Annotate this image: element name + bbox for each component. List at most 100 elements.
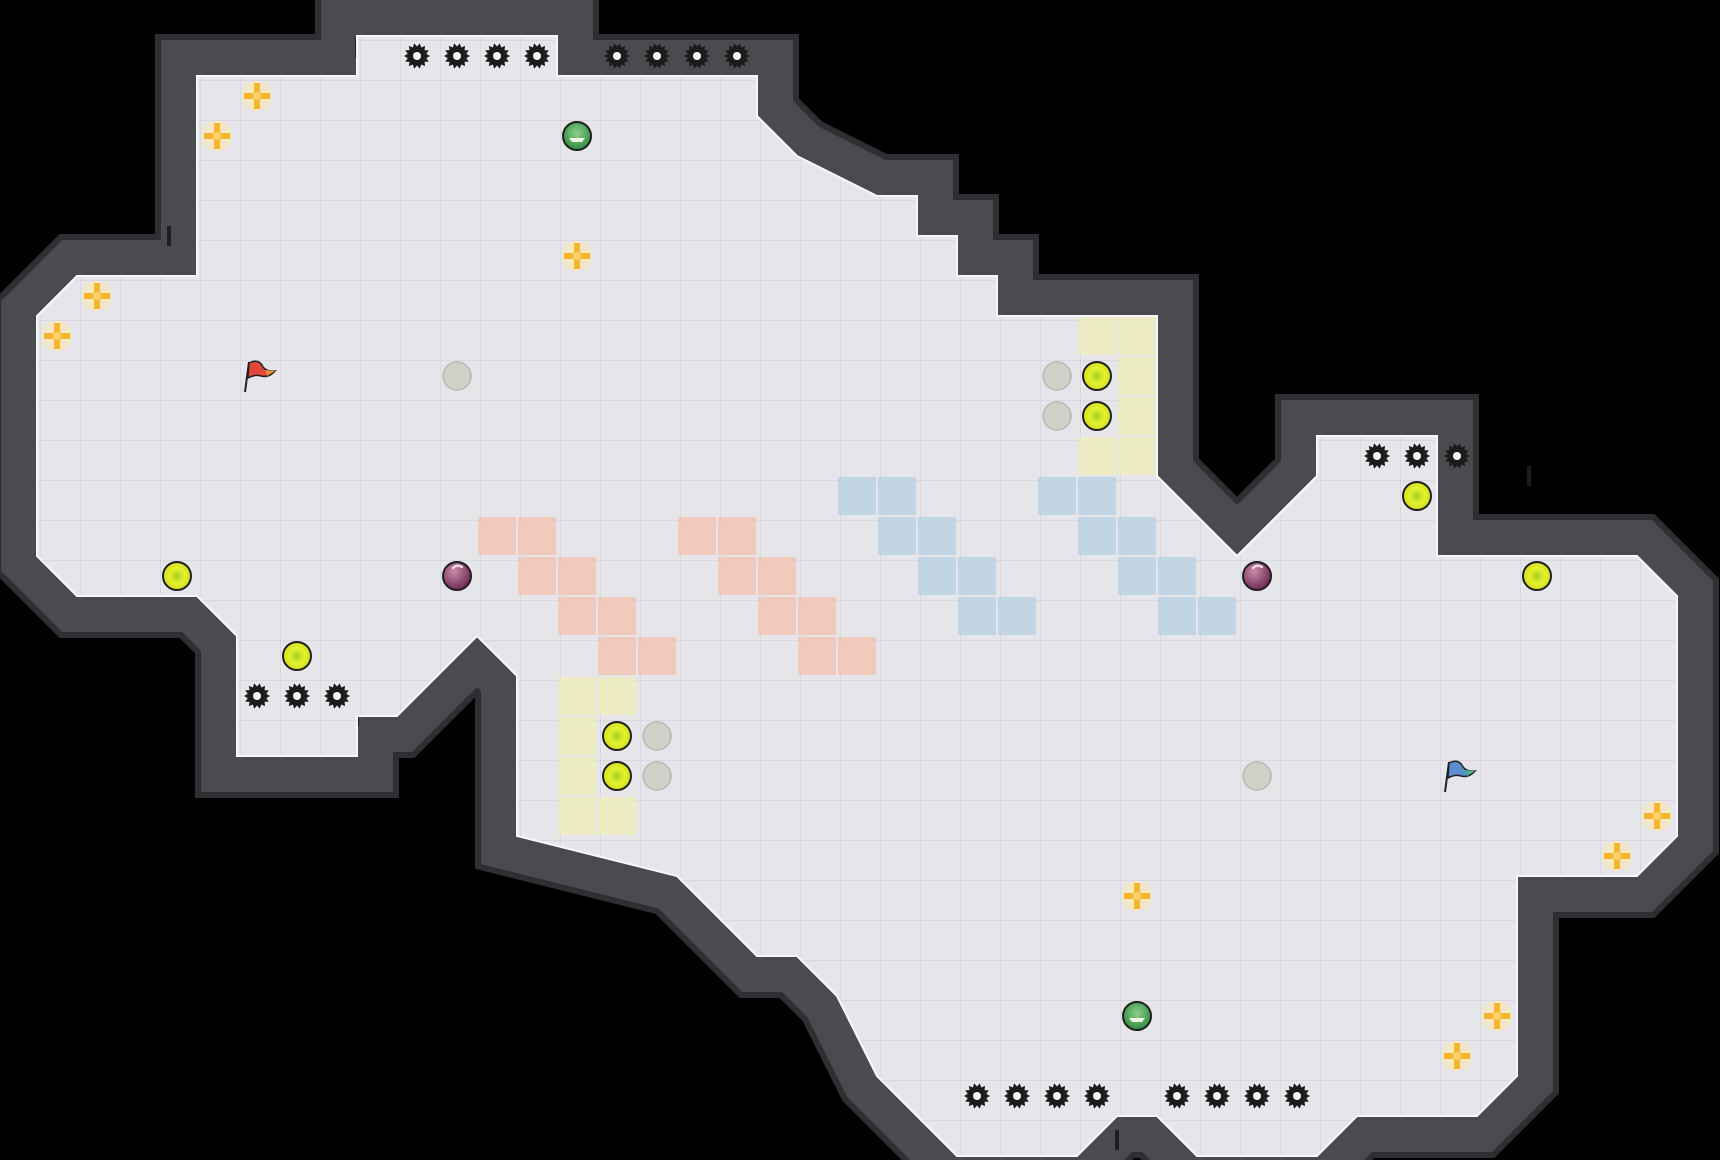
boost-icon (1402, 481, 1432, 511)
blue-flag-icon (1444, 760, 1477, 793)
zone-layer (478, 317, 1236, 835)
yellow-gate-tile (1078, 437, 1116, 475)
spike-icon (484, 43, 510, 69)
boost-inactive-icon (442, 361, 472, 391)
yellow-gate-tile (598, 677, 636, 715)
yellow-gate-tile (558, 677, 596, 715)
spike-icon (1004, 1083, 1030, 1109)
spike-icon (324, 683, 350, 709)
spike-icon (1364, 443, 1390, 469)
spike-icon (1404, 443, 1430, 469)
blue-speed-tile (958, 597, 996, 635)
powerup-icon (1122, 1001, 1152, 1031)
spike-icon (1164, 1083, 1190, 1109)
blue-speed-tile (1118, 517, 1156, 555)
blue-speed-tile (918, 557, 956, 595)
spike-icon (1244, 1083, 1270, 1109)
spike-icon (604, 43, 630, 69)
boost-icon (1082, 401, 1112, 431)
yellow-gate-tile (1118, 357, 1156, 395)
boost-icon (1082, 361, 1112, 391)
wall-marker (1527, 466, 1531, 486)
spike-icon (444, 43, 470, 69)
spike-icon (724, 43, 750, 69)
arrow-pad-icon (42, 321, 72, 351)
yellow-gate-tile (1118, 397, 1156, 435)
yellow-gate-tile (558, 717, 596, 755)
red-speed-tile (518, 557, 556, 595)
arrow-pad-icon (1442, 1041, 1472, 1071)
yellow-gate-tile (558, 797, 596, 835)
blue-speed-tile (1078, 477, 1116, 515)
boost-icon (602, 721, 632, 751)
yellow-gate-tile (1118, 317, 1156, 355)
boost-icon (1522, 561, 1552, 591)
blue-speed-tile (1198, 597, 1236, 635)
bomb-icon (442, 561, 472, 591)
arrow-pad-icon (202, 121, 232, 151)
red-speed-tile (558, 597, 596, 635)
red-speed-tile (558, 557, 596, 595)
spike-icon (284, 683, 310, 709)
red-speed-tile (718, 517, 756, 555)
boost-inactive-icon (642, 761, 672, 791)
blue-speed-tile (878, 517, 916, 555)
spike-icon (244, 683, 270, 709)
red-speed-tile (598, 597, 636, 635)
yellow-gate-tile (1118, 437, 1156, 475)
blue-speed-tile (838, 477, 876, 515)
arrow-pad-icon (242, 81, 272, 111)
red-speed-tile (838, 637, 876, 675)
spike-icon (1084, 1083, 1110, 1109)
spike-icon (1204, 1083, 1230, 1109)
red-speed-tile (638, 637, 676, 675)
red-speed-tile (678, 517, 716, 555)
boost-icon (282, 641, 312, 671)
blue-speed-tile (1158, 597, 1196, 635)
red-speed-tile (718, 557, 756, 595)
red-speed-tile (758, 597, 796, 635)
yellow-gate-tile (1078, 317, 1116, 355)
blue-speed-tile (1158, 557, 1196, 595)
boost-icon (602, 761, 632, 791)
boost-inactive-icon (642, 721, 672, 751)
blue-speed-tile (998, 597, 1036, 635)
spike-icon (684, 43, 710, 69)
floor (36, 35, 1678, 1157)
arrow-pad-icon (562, 241, 592, 271)
bomb-icon (1242, 561, 1272, 591)
red-speed-tile (478, 517, 516, 555)
spike-icon (404, 43, 430, 69)
spike-icon (1444, 443, 1470, 469)
arrow-pad-icon (1482, 1001, 1512, 1031)
floor-layer (36, 35, 1678, 1157)
blue-speed-tile (918, 517, 956, 555)
yellow-gate-tile (558, 757, 596, 795)
red-speed-tile (598, 637, 636, 675)
spike-icon (964, 1083, 990, 1109)
spike-icon (1284, 1083, 1310, 1109)
boost-inactive-icon (1042, 401, 1072, 431)
spike-icon (644, 43, 670, 69)
blue-speed-tile (1118, 557, 1156, 595)
red-speed-tile (518, 517, 556, 555)
blue-speed-tile (1078, 517, 1116, 555)
arrow-pad-icon (82, 281, 112, 311)
arrow-pad-icon (1602, 841, 1632, 871)
spike-icon (524, 43, 550, 69)
powerup-icon (562, 121, 592, 151)
arrow-pad-icon (1642, 801, 1672, 831)
boost-icon (162, 561, 192, 591)
wall-marker (167, 226, 171, 246)
blue-speed-tile (958, 557, 996, 595)
spike-icon (1044, 1083, 1070, 1109)
wall-marker (1115, 1130, 1119, 1150)
object-layer (42, 43, 1672, 1109)
red-speed-tile (798, 597, 836, 635)
boost-inactive-icon (1242, 761, 1272, 791)
red-flag-icon (244, 360, 277, 393)
blue-speed-tile (878, 477, 916, 515)
red-speed-tile (798, 637, 836, 675)
yellow-gate-tile (598, 797, 636, 835)
